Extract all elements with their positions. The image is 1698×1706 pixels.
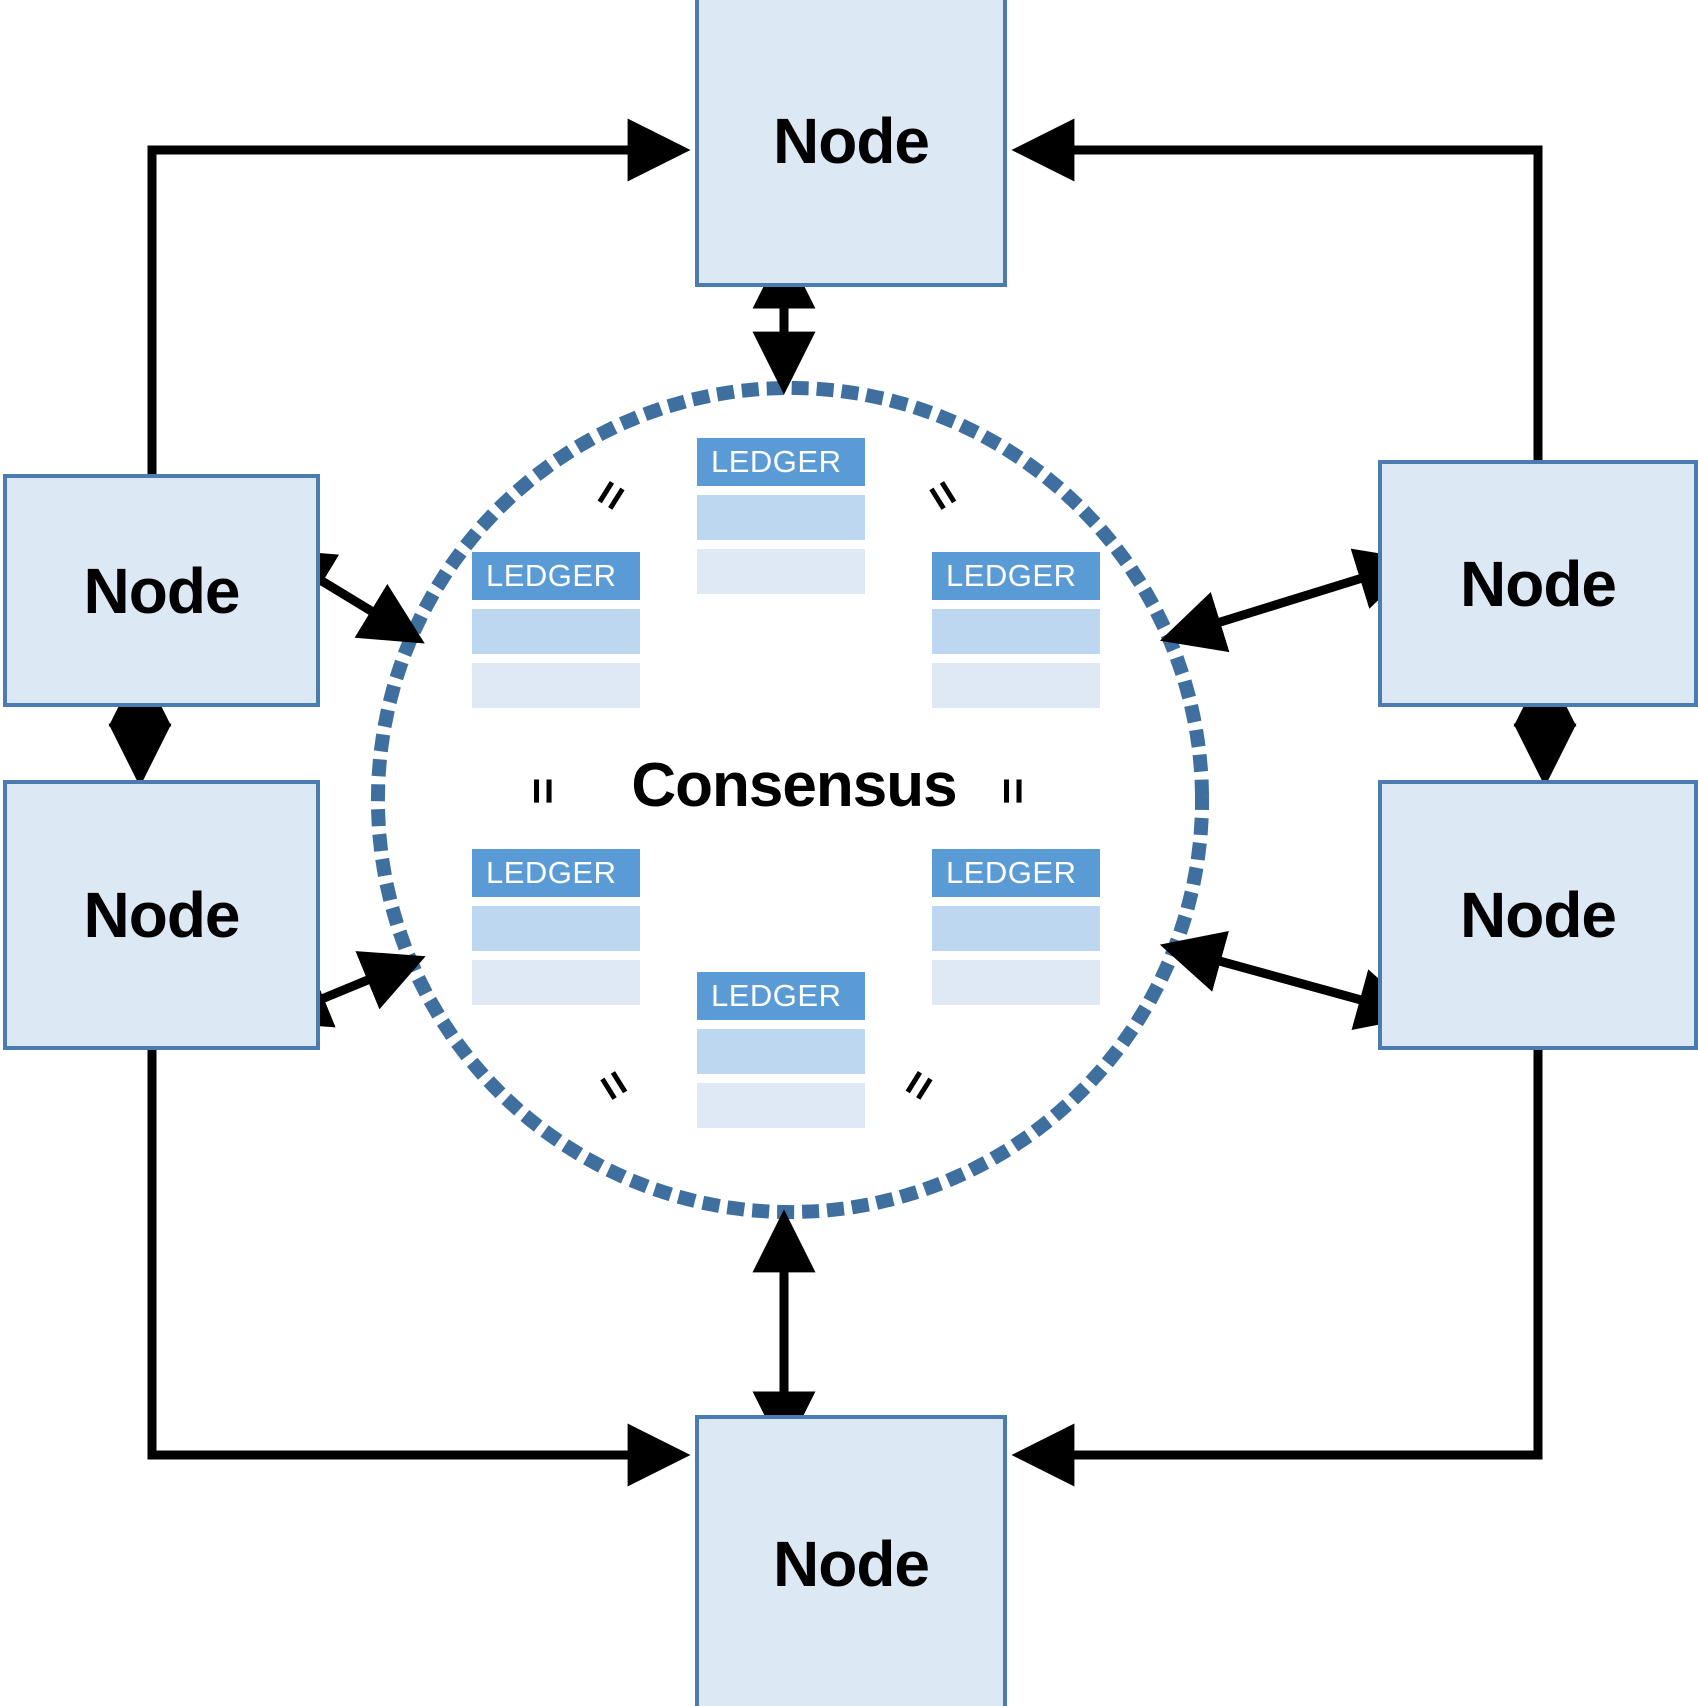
equals-mark-top-left-icon: = <box>581 469 640 521</box>
ledger-lower-right-header: LEDGER <box>932 849 1100 897</box>
equals-mark-middle-left-icon: = <box>517 777 570 805</box>
arrow-left-bottom-to-bottom <box>147 1050 691 1487</box>
node-right-bottom[interactable]: Node <box>1378 780 1698 1050</box>
ledger-row <box>472 906 640 951</box>
node-left-top[interactable]: Node <box>3 474 320 707</box>
arrow-left-top-to-top <box>147 118 691 474</box>
node-right-top-label: Node <box>1460 547 1617 620</box>
ledger-row <box>932 663 1100 708</box>
node-right-top[interactable]: Node <box>1378 460 1698 707</box>
node-bottom-label: Node <box>773 1527 930 1600</box>
node-left-top-label: Node <box>83 554 241 627</box>
ledger-upper-left[interactable]: LEDGER <box>472 552 640 708</box>
equals-mark-top-right-icon: = <box>914 469 973 521</box>
ledger-row <box>472 609 640 654</box>
ledger-row <box>932 960 1100 1005</box>
arrow-left-bottom-to-consensus <box>265 951 426 1028</box>
ledger-row <box>472 960 640 1005</box>
ledger-upper-right[interactable]: LEDGER <box>932 552 1100 708</box>
equals-mark-middle-right-icon: = <box>987 777 1040 805</box>
equals-mark-bottom-right-icon: = <box>889 1059 948 1111</box>
equals-mark-bottom-left-icon: = <box>585 1059 644 1111</box>
ledger-top-header: LEDGER <box>697 438 865 486</box>
arrow-left-top-to-consensus <box>268 548 425 644</box>
node-left-bottom[interactable]: Node <box>3 780 320 1050</box>
arrow-right-top-to-consensus <box>1159 548 1421 653</box>
ledger-upper-right-header: LEDGER <box>932 552 1100 600</box>
ledger-lower-left-header: LEDGER <box>472 849 640 897</box>
ledger-row <box>932 906 1100 951</box>
consensus-label: Consensus <box>631 751 957 820</box>
ledger-row <box>472 663 640 708</box>
node-right-bottom-label: Node <box>1460 879 1617 951</box>
ledger-lower-left[interactable]: LEDGER <box>472 849 640 1005</box>
arrow-right-bottom-to-bottom <box>1011 1050 1543 1487</box>
node-left-bottom-label: Node <box>83 879 241 951</box>
node-top[interactable]: Node <box>695 0 1007 287</box>
ledger-row <box>697 1029 865 1074</box>
ledger-top[interactable]: LEDGER <box>697 438 865 594</box>
ledger-row <box>697 495 865 540</box>
node-bottom[interactable]: Node <box>695 1415 1007 1706</box>
ledger-lower-right[interactable]: LEDGER <box>932 849 1100 1005</box>
ledger-row <box>697 1083 865 1128</box>
ledger-row <box>697 549 865 594</box>
arrow-right-top-to-top <box>1011 118 1543 460</box>
ledger-bottom-header: LEDGER <box>697 972 865 1020</box>
ledger-row <box>932 609 1100 654</box>
ledger-upper-left-header: LEDGER <box>472 552 640 600</box>
node-top-label: Node <box>773 104 930 177</box>
arrow-right-bottom-to-consensus <box>1159 930 1421 1031</box>
ledger-bottom[interactable]: LEDGER <box>697 972 865 1128</box>
